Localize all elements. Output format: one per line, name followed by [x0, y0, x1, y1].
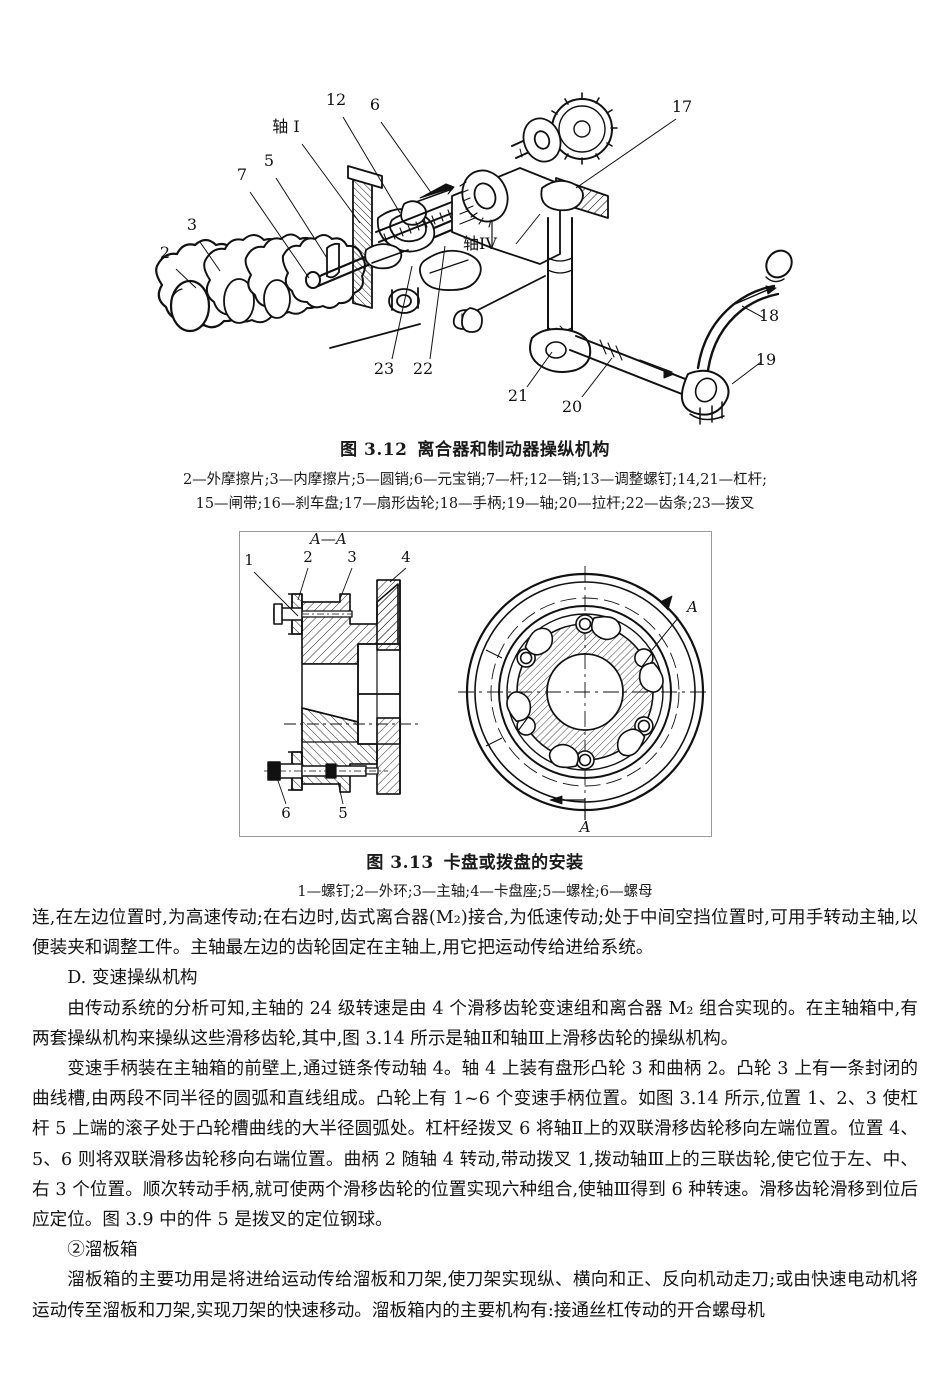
fig-3-13-callout-2: 2 — [303, 548, 313, 566]
figure-3-13-legend-line-1: 1—螺钉;2—外环;3—主轴;4—卡盘座;5—螺栓;6—螺母 — [297, 884, 653, 900]
figure-3-12-drawing: 12 6 17 轴 I 5 7 3 2 轴IV 18 19 23 22 21 2… — [155, 90, 793, 425]
figure-3-13-drawing: 1 2 3 4 6 5 — [244, 548, 711, 836]
figure-3-12-caption: 图 3.12 离合器和制动器操纵机构 2—外摩擦片;3—内摩擦片;5—圆销;6—元… — [0, 435, 950, 517]
fig-3-12-callout-12: 12 — [326, 90, 346, 109]
fig-3-12-callout-17: 17 — [672, 97, 692, 116]
figure-3-12-number: 图 3.12 — [340, 440, 408, 460]
fig-3-12-callout-6: 6 — [370, 95, 380, 114]
fig-3-13-callout-5: 5 — [338, 804, 348, 822]
fig-3-12-callout-20: 20 — [562, 397, 582, 416]
figure-3-12-legend: 2—外摩擦片;3—内摩擦片;5—圆销;6—元宝销;7—杆;12—销;13—调整螺… — [0, 469, 950, 517]
fig-3-13-callout-1: 1 — [244, 551, 254, 569]
body-paragraph: 连,在左边位置时,为高速传动;在右边时,齿式离合器(M₂)接合,为低速传动;处于… — [32, 908, 918, 959]
body-heading-d: D. 变速操纵机构 — [67, 968, 198, 989]
fig-3-12-callout-23: 23 — [374, 359, 394, 378]
fig-3-13-callout-3: 3 — [347, 548, 357, 566]
figure-3-13-caption: 图 3.13 卡盘或拨盘的安装 1—螺钉;2—外环;3—主轴;4—卡盘座;5—螺栓… — [0, 848, 950, 905]
body-paragraph: 变速手柄装在主轴箱的前壁上,通过链条传动轴 4。轴 4 上装有盘形凸轮 3 和曲… — [32, 1059, 918, 1231]
fig-3-13-callout-4: 4 — [401, 548, 411, 566]
figure-3-12-illustration: 12 6 17 轴 I 5 7 3 2 轴IV 18 19 23 22 21 2… — [0, 18, 950, 428]
fig-3-12-callout-shaft-4: 轴IV — [463, 234, 497, 253]
figure-3-13-number: 图 3.13 — [366, 853, 434, 873]
figure-3-13-section-label: A—A — [310, 530, 347, 548]
figure-3-12-legend-line-2: 15—闸带;16—刹车盘;17—扇形齿轮;18—手柄;19—轴;20—拉杆;22… — [195, 495, 755, 512]
fig-3-13-arrow-label-a-top: A — [685, 598, 698, 616]
figure-3-13-illustration: A—A — [239, 530, 712, 837]
fig-3-12-callout-18: 18 — [759, 306, 779, 325]
figure-3-12-title-text: 离合器和制动器操纵机构 — [417, 440, 610, 460]
fig-3-12-callout-3: 3 — [187, 215, 197, 234]
fig-3-13-callout-6: 6 — [281, 804, 291, 822]
fig-3-12-callout-7: 7 — [237, 165, 247, 184]
body-paragraph: 由传动系统的分析可知,主轴的 24 级转速是由 4 个滑移齿轮变速组和离合器 M… — [32, 998, 918, 1049]
fig-3-12-callout-21: 21 — [508, 386, 528, 405]
fig-3-13-arrow-label-a-bottom: A — [578, 818, 591, 836]
figure-3-13-title-text: 卡盘或拨盘的安装 — [443, 853, 584, 873]
fig-3-12-callout-shaft-1: 轴 I — [272, 117, 299, 136]
body-text-block: 连,在左边位置时,为高速传动;在右边时,齿式离合器(M₂)接合,为低速传动;处于… — [32, 903, 918, 1326]
fig-3-12-callout-19: 19 — [756, 350, 776, 369]
fig-3-12-callout-22: 22 — [413, 359, 433, 378]
figure-3-12-legend-line-1: 2—外摩擦片;3—内摩擦片;5—圆销;6—元宝销;7—杆;12—销;13—调整螺… — [182, 472, 768, 488]
figure-3-13-legend: 1—螺钉;2—外环;3—主轴;4—卡盘座;5—螺栓;6—螺母 — [0, 881, 950, 905]
figure-3-13-caption-title: 图 3.13 卡盘或拨盘的安装 — [0, 848, 950, 873]
body-paragraph: 溜板箱的主要功用是将进给运动传给溜板和刀架,使刀架实现纵、横向和正、反向机动走刀… — [32, 1270, 918, 1321]
fig-3-12-callout-2: 2 — [160, 243, 170, 262]
fig-3-12-callout-5: 5 — [264, 151, 274, 170]
figure-3-12-caption-title: 图 3.12 离合器和制动器操纵机构 — [0, 435, 950, 460]
body-heading-2: ②溜板箱 — [67, 1240, 138, 1261]
